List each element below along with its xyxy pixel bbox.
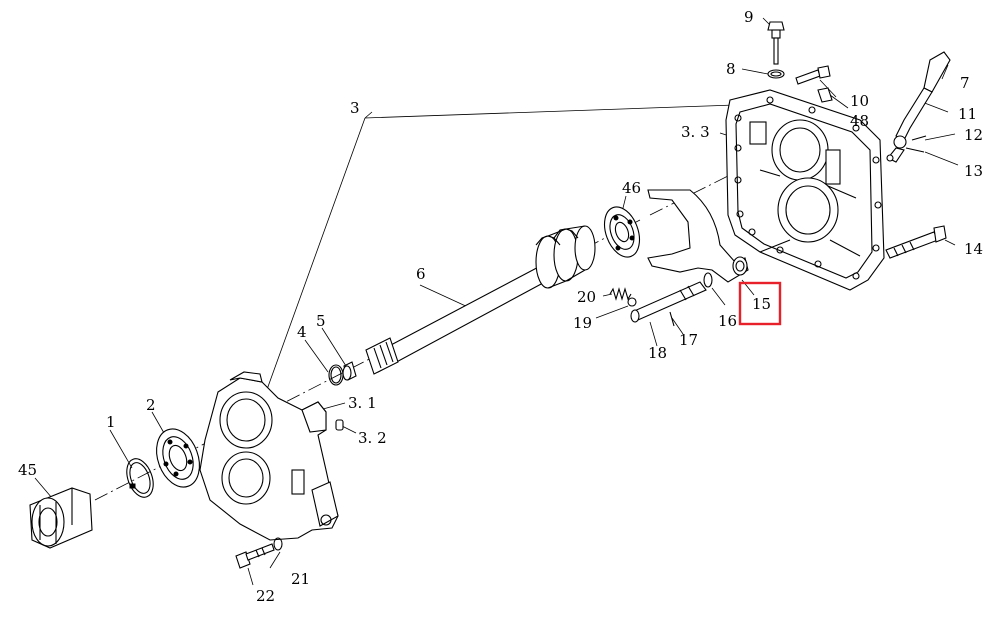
label-part-3-3: 3. 3 [681, 123, 710, 141]
label-part-18: 18 [648, 344, 667, 362]
part-4-o-ring [328, 364, 344, 386]
label-part-17: 17 [679, 331, 698, 349]
part-1-circlip [126, 458, 154, 498]
part-15-shift-fork [647, 189, 749, 283]
label-part-11: 11 [958, 105, 977, 123]
part-3-1-front-housing [199, 371, 339, 541]
part-48-plug [817, 87, 833, 103]
label-part-7: 7 [960, 74, 970, 92]
label-part-19: 19 [573, 314, 592, 332]
part-21-washer [273, 537, 283, 551]
label-part-6: 6 [416, 265, 426, 283]
label-part-3-1: 3. 1 [348, 394, 377, 412]
part-13-pin [886, 147, 925, 162]
label-part-15: 15 [752, 295, 771, 313]
part-14-bolt [885, 225, 947, 259]
part-labels: 1 2 3 3. 1 3. 2 3. 3 4 5 6 7 8 9 10 11 1… [18, 8, 983, 605]
label-part-4: 4 [297, 323, 307, 341]
label-part-48: 48 [850, 112, 869, 130]
label-part-3: 3 [350, 99, 360, 117]
part-5-bushing [342, 361, 357, 381]
part-22-bolt [235, 543, 275, 569]
part-18-selector-rod [630, 281, 707, 323]
label-part-22: 22 [256, 587, 275, 605]
part-19-ball [627, 297, 637, 307]
part-20-spring [609, 287, 632, 301]
label-part-10: 10 [850, 92, 869, 110]
part-16-o-ring [703, 272, 713, 288]
label-part-16: 16 [718, 312, 737, 330]
label-part-2: 2 [146, 396, 156, 414]
label-part-45: 45 [18, 461, 37, 479]
part-10-bolt [795, 65, 831, 85]
label-part-12: 12 [964, 126, 983, 144]
label-part-9: 9 [744, 8, 754, 26]
part-46-bearing [603, 206, 641, 258]
part-17-pin [669, 311, 675, 327]
part-45-coupling [29, 487, 93, 549]
part-11-lever-arm [887, 87, 933, 163]
part-12-pin [911, 135, 927, 141]
part-8-washer [767, 69, 785, 79]
highlight-box-part-15 [738, 281, 782, 326]
label-part-14: 14 [964, 240, 983, 258]
label-part-46: 46 [622, 179, 641, 197]
part-9-breather [767, 21, 785, 65]
label-part-3-2: 3. 2 [358, 429, 387, 447]
part-3-2-pin [335, 419, 344, 431]
part-3-3-rear-cover [725, 89, 885, 291]
label-part-8: 8 [726, 60, 736, 78]
label-part-1: 1 [106, 413, 116, 431]
label-part-21: 21 [291, 570, 310, 588]
label-part-13: 13 [964, 162, 983, 180]
part-6-shaft [365, 225, 596, 375]
label-part-20: 20 [577, 288, 596, 306]
label-part-5: 5 [316, 312, 326, 330]
part-2-bearing [156, 428, 200, 488]
part-7-lever-knob [923, 51, 951, 93]
